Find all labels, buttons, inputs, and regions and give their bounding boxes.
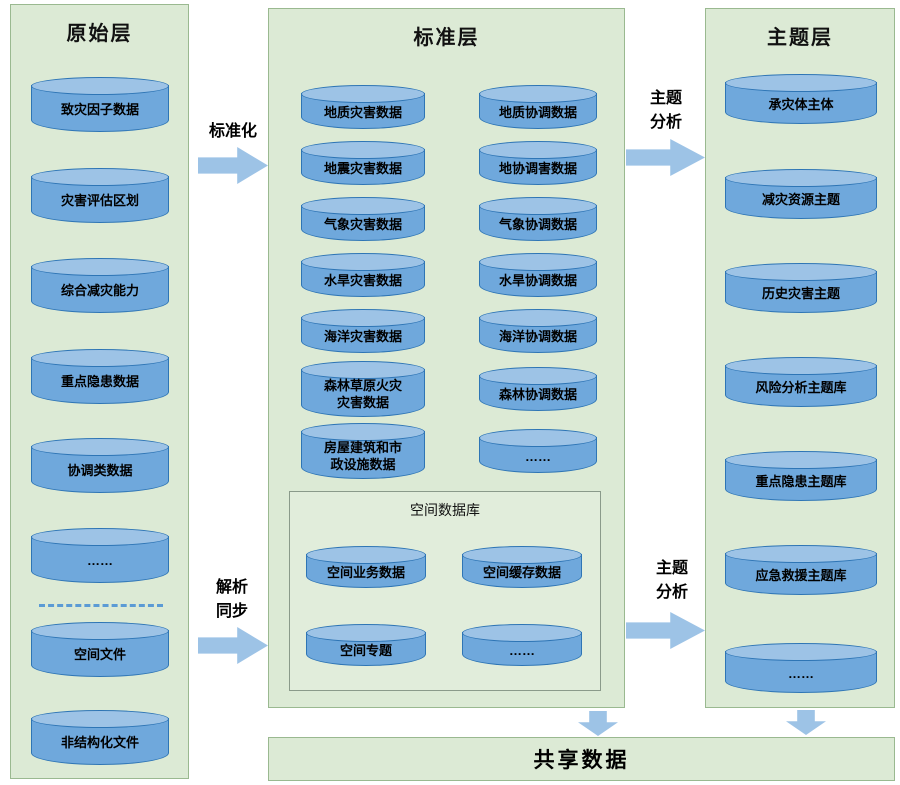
db-cylinder: 森林草原火灾 灾害数据 (300, 361, 426, 417)
cylinder-label: 历史灾害主题 (761, 285, 840, 301)
db-cylinder: 森林协调数据 (478, 367, 598, 411)
cylinder-label: 空间缓存数据 (482, 564, 561, 580)
db-cylinder: 重点隐患主题库 (724, 451, 878, 501)
cylinder-label: …… (525, 448, 551, 464)
cylinder-label: 承灾体主体 (768, 96, 834, 112)
db-cylinder: 历史灾害主题 (724, 263, 878, 313)
cylinder-label: 应急救援主题库 (755, 567, 847, 583)
parse-sync-label: 解析 同步 (215, 579, 248, 620)
db-cylinder: 地质灾害数据 (300, 85, 426, 129)
dashed-divider (39, 604, 163, 607)
db-cylinder: 水旱灾害数据 (300, 253, 426, 297)
db-cylinder: 灾害评估区划 (30, 168, 170, 223)
cylinder-label: 综合减灾能力 (60, 283, 139, 299)
db-cylinder: 气象协调数据 (478, 197, 598, 241)
db-cylinder: 水旱协调数据 (478, 253, 598, 297)
standardize-arrow-icon (198, 147, 268, 184)
cylinder-label: 灾害评估区划 (60, 193, 139, 209)
db-cylinder: 地震灾害数据 (300, 141, 426, 185)
spatial-database-box: 空间数据库 空间业务数据 空间缓存数据 空间专题 …… (289, 491, 601, 691)
panel-theme-layer: 主题层 承灾体主体 减灾资源主题 历史灾害主题 风险分析主题库 重点隐患主题库 … (705, 8, 895, 708)
cylinder-label: 森林草原火灾 灾害数据 (323, 378, 402, 410)
cylinder-label: …… (87, 553, 113, 569)
theme-to-shared-arrow-icon (786, 710, 826, 735)
db-cylinder: …… (724, 643, 878, 693)
theme-layer-title: 主题层 (767, 27, 833, 49)
theme-analysis-bottom-arrow-icon (626, 612, 705, 649)
cylinder-label: 致灾因子数据 (60, 102, 139, 118)
cylinder-label: 气象灾害数据 (323, 216, 402, 232)
db-cylinder: 海洋协调数据 (478, 309, 598, 353)
db-cylinder: …… (461, 624, 583, 666)
db-cylinder: 重点隐患数据 (30, 349, 170, 404)
cylinder-label: 房屋建筑和市 政设施数据 (323, 440, 402, 472)
standardize-label: 标准化 (208, 123, 257, 140)
db-cylinder: 致灾因子数据 (30, 77, 170, 132)
cylinder-label: 气象协调数据 (498, 216, 577, 232)
cylinder-label: 风险分析主题库 (755, 379, 847, 395)
db-cylinder: 空间专题 (305, 624, 427, 666)
db-cylinder: 空间文件 (30, 622, 170, 677)
cylinder-label: …… (788, 665, 814, 681)
db-cylinder: …… (30, 528, 170, 583)
db-cylinder: 应急救援主题库 (724, 545, 878, 595)
standard-layer-title: 标准层 (413, 27, 480, 49)
cylinder-label: 地质协调数据 (498, 104, 577, 120)
db-cylinder: 海洋灾害数据 (300, 309, 426, 353)
cylinder-label: 重点隐患主题库 (755, 473, 847, 489)
cylinder-label: 海洋灾害数据 (323, 328, 402, 344)
cylinder-label: 重点隐患数据 (60, 374, 139, 390)
db-cylinder: 承灾体主体 (724, 74, 878, 124)
theme-analysis-bottom-label: 主题 分析 (655, 560, 688, 601)
db-cylinder: 房屋建筑和市 政设施数据 (300, 423, 426, 479)
original-layer-title: 原始层 (66, 23, 133, 45)
cylinder-label: …… (509, 642, 535, 658)
panel-original-layer: 原始层 致灾因子数据 灾害评估区划 综合减灾能力 重点隐患数据 协调类数据 ……… (10, 4, 189, 779)
cylinder-label: 减灾资源主题 (761, 191, 840, 207)
db-cylinder: …… (478, 429, 598, 473)
parse-sync-arrow-icon (198, 627, 268, 664)
shared-data-label: 共享数据 (533, 749, 630, 772)
db-cylinder: 综合减灾能力 (30, 258, 170, 313)
db-cylinder: 非结构化文件 (30, 710, 170, 765)
cylinder-label: 协调类数据 (67, 463, 133, 479)
panel-standard-layer: 标准层 地质灾害数据 地震灾害数据 气象灾害数据 水旱灾害数据 海洋灾害数据 森… (268, 8, 625, 708)
db-cylinder: 空间业务数据 (305, 546, 427, 588)
db-cylinder: 减灾资源主题 (724, 169, 878, 219)
theme-analysis-top-label: 主题 分析 (649, 90, 682, 131)
cylinder-label: 空间专题 (339, 642, 392, 658)
spatial-database-title: 空间数据库 (410, 502, 480, 518)
db-cylinder: 地质协调数据 (478, 85, 598, 129)
cylinder-label: 地震灾害数据 (323, 160, 402, 176)
shared-data-bar: 共享数据 (268, 737, 895, 781)
cylinder-label: 空间业务数据 (326, 564, 405, 580)
cylinder-label: 森林协调数据 (498, 386, 577, 402)
cylinder-label: 地协调害数据 (498, 160, 577, 176)
db-cylinder: 协调类数据 (30, 438, 170, 493)
cylinder-label: 非结构化文件 (60, 735, 139, 751)
db-cylinder: 空间缓存数据 (461, 546, 583, 588)
cylinder-label: 海洋协调数据 (498, 328, 577, 344)
cylinder-label: 空间文件 (73, 647, 126, 663)
theme-analysis-top-arrow-icon (626, 139, 705, 176)
cylinder-label: 水旱灾害数据 (323, 272, 402, 288)
cylinder-label: 水旱协调数据 (498, 272, 577, 288)
db-cylinder: 地协调害数据 (478, 141, 598, 185)
cylinder-label: 地质灾害数据 (323, 104, 402, 120)
db-cylinder: 风险分析主题库 (724, 357, 878, 407)
db-cylinder: 气象灾害数据 (300, 197, 426, 241)
standard-to-shared-arrow-icon (578, 711, 618, 736)
